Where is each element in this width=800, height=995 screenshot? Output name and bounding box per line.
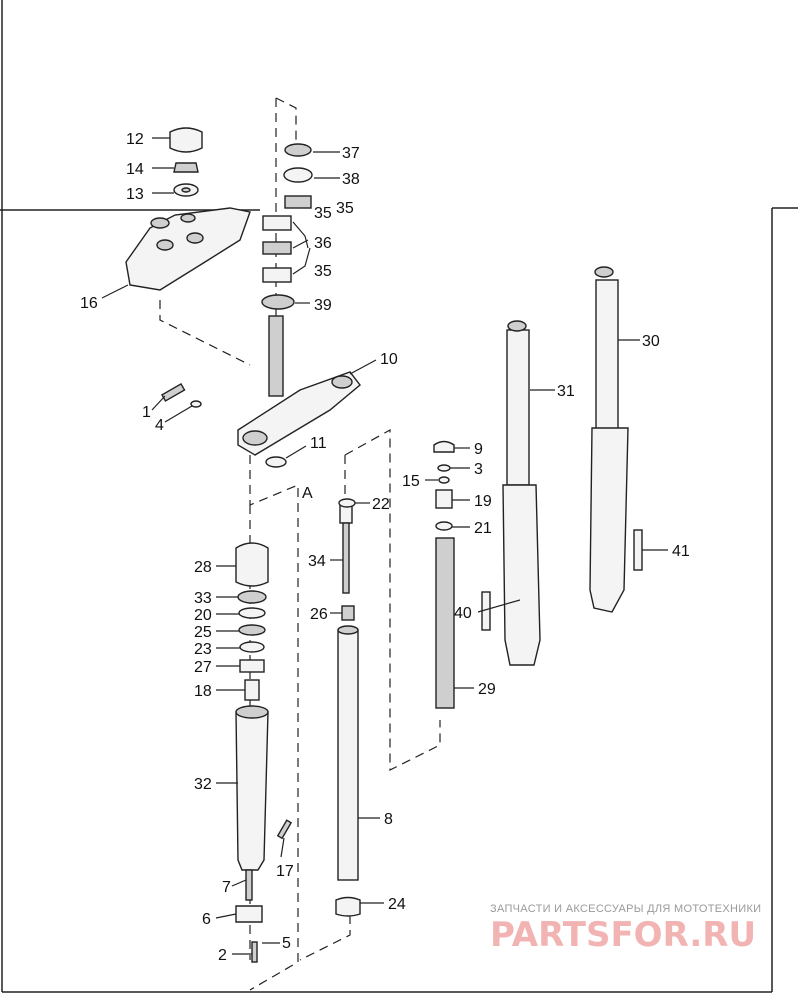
- bearing-stack: [261, 143, 313, 310]
- callout-30: 30: [642, 333, 660, 350]
- callout-32: 32: [194, 776, 212, 793]
- callout-40: 40: [454, 605, 472, 622]
- cap-nut-12: [169, 127, 203, 153]
- callout-33: 33: [194, 590, 212, 607]
- callout-36: 36: [314, 235, 332, 252]
- callout-22: 22: [372, 496, 390, 513]
- callout-24: 24: [388, 896, 406, 913]
- callout-37: 37: [342, 145, 360, 162]
- outer-fork-tube-32: [235, 705, 269, 871]
- callout-4: 4: [155, 417, 164, 434]
- spring-26: [341, 605, 355, 621]
- callout-26: 26: [310, 606, 328, 623]
- callout-28: 28: [194, 559, 212, 576]
- callout-16: 16: [80, 295, 98, 312]
- fork-leg-31: [502, 320, 541, 666]
- nut-14: [173, 162, 199, 173]
- lower-triple-clamp: [237, 371, 361, 456]
- fork-spring-29: [435, 537, 455, 709]
- upper-triple-clamp: [125, 207, 251, 291]
- watermark-brand: PARTSFOR.RU: [490, 915, 756, 955]
- callout-35-top: 35: [314, 205, 332, 222]
- callout-35-overlap: 35: [336, 200, 354, 217]
- callout-13: 13: [126, 186, 144, 203]
- callout-1: 1: [142, 404, 151, 421]
- callout-41: 41: [672, 543, 690, 560]
- callout-29: 29: [478, 681, 496, 698]
- bushing-24: [335, 896, 361, 917]
- inner-tube-8: [337, 625, 359, 881]
- fork-leg-30: [589, 266, 629, 613]
- callout-35-bottom: 35: [314, 263, 332, 280]
- callout-10: 10: [380, 351, 398, 368]
- callout-18: 18: [194, 683, 212, 700]
- leader-lines: [101, 137, 668, 955]
- callout-31: 31: [557, 383, 575, 400]
- callout-14: 14: [126, 161, 144, 178]
- callout-2: 2: [218, 947, 227, 964]
- callout-3: 3: [474, 461, 483, 478]
- callout-labels: 12 14 13 16 37 38 35 35 36 35 39 10 1 4 …: [80, 131, 690, 964]
- callout-9: 9: [474, 441, 483, 458]
- top-cap-parts: [433, 440, 455, 531]
- callout-19: 19: [474, 493, 492, 510]
- callout-27: 27: [194, 659, 212, 676]
- oring-11: [265, 456, 287, 468]
- callout-25: 25: [194, 624, 212, 641]
- callout-15: 15: [402, 473, 420, 490]
- bolt-1: [161, 382, 186, 402]
- callout-5: 5: [282, 935, 291, 952]
- callout-8: 8: [384, 811, 393, 828]
- callout-23: 23: [194, 641, 212, 658]
- callout-20: 20: [194, 607, 212, 624]
- callout-17: 17: [276, 863, 294, 880]
- callout-7: 7: [222, 879, 231, 896]
- steering-stem: [268, 315, 284, 397]
- washer-13: [173, 183, 199, 197]
- washer-4: [190, 400, 202, 408]
- axle-parts: [235, 819, 293, 963]
- callout-6: 6: [202, 911, 211, 928]
- callout-21: 21: [474, 520, 492, 537]
- callout-12: 12: [126, 131, 144, 148]
- marker-a: A: [302, 485, 313, 502]
- reflector-41: [633, 529, 643, 571]
- callout-38: 38: [342, 171, 360, 188]
- dust-seal-28: [235, 542, 269, 587]
- damper-rod-34: [338, 498, 356, 594]
- callout-34: 34: [308, 553, 326, 570]
- fork-seal-rings: [237, 590, 267, 701]
- watermark: ЗАПЧАСТИ И АКСЕССУАРЫ ДЛЯ МОТОТЕХНИКИ PA…: [490, 903, 761, 955]
- callout-11: 11: [310, 435, 327, 452]
- callout-39: 39: [314, 297, 332, 314]
- watermark-tagline: ЗАПЧАСТИ И АКСЕССУАРЫ ДЛЯ МОТОТЕХНИКИ: [490, 903, 761, 915]
